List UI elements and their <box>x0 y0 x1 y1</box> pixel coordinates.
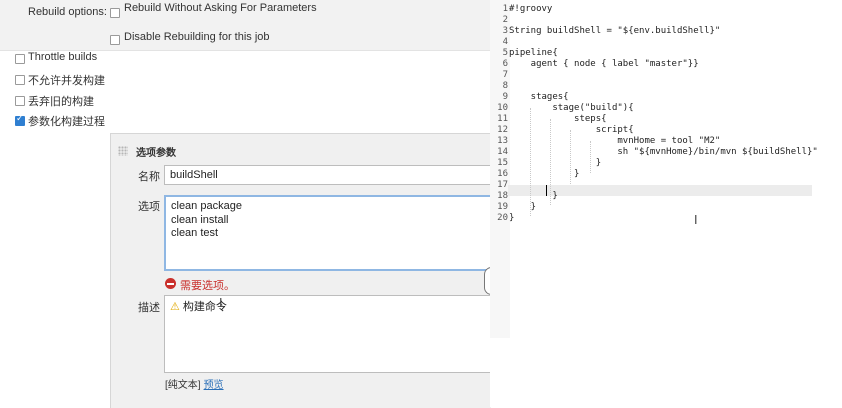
text-caret <box>546 185 547 196</box>
description-field-label: 描述 <box>138 302 160 314</box>
code-line: } <box>509 158 602 168</box>
editor-bottom-area <box>490 338 842 407</box>
choice-line: clean install <box>171 213 229 226</box>
choice-line: clean package <box>171 200 242 212</box>
rebuild-options-label: Rebuild options: <box>28 6 107 18</box>
code-line: mvnHome = tool "M2" <box>509 136 721 146</box>
name-field-label: 名称 <box>138 171 160 183</box>
code-line: sh "${mvnHome}/bin/mvn ${buildShell}" <box>509 147 818 157</box>
line-number: 9 <box>502 92 508 102</box>
choices-error-message: 需要选项。 <box>165 277 490 293</box>
no-concurrent-builds-checkbox[interactable] <box>15 75 25 85</box>
throttle-builds-checkbox[interactable] <box>15 54 25 64</box>
format-row: [纯文本]预览 <box>165 376 224 391</box>
discard-old-builds-checkbox[interactable] <box>15 96 25 106</box>
indent-guide <box>590 141 591 173</box>
parameter-name-input[interactable]: buildShell <box>164 165 490 185</box>
line-number: 14 <box>497 147 508 157</box>
line-number: 1 <box>502 4 508 14</box>
line-number: 2 <box>502 15 508 25</box>
code-line: stages{ <box>509 92 569 102</box>
choice-parameter-title: 选项参数 <box>136 148 176 159</box>
code-line: pipeline{ <box>509 48 558 58</box>
discard-old-builds-label: 丢弃旧的构建 <box>28 96 94 108</box>
preview-link[interactable]: 预览 <box>203 380 224 391</box>
code-line: agent { node { label "master"}} <box>509 59 699 69</box>
line-number: 10 <box>497 103 508 113</box>
description-text: 构建命令 <box>182 301 227 313</box>
choices-textarea[interactable]: clean package clean install clean test <box>164 195 490 271</box>
text-cursor-icon: I <box>219 296 223 310</box>
warning-icon: ⚠ <box>170 300 180 313</box>
rebuild-without-asking-checkbox[interactable] <box>110 8 120 18</box>
line-number-gutter <box>490 0 510 338</box>
error-icon <box>165 278 176 289</box>
line-number: 16 <box>497 169 508 179</box>
line-number: 17 <box>497 180 508 190</box>
code-line: } <box>509 191 558 201</box>
line-number: 13 <box>497 136 508 146</box>
no-concurrent-builds-label: 不允许并发构建 <box>28 75 105 87</box>
active-line-highlight <box>508 185 812 196</box>
disable-rebuilding-checkbox[interactable] <box>110 35 120 45</box>
line-number: 6 <box>502 59 508 69</box>
choices-field-label: 选项 <box>138 201 160 213</box>
line-number: 4 <box>502 37 508 47</box>
indent-guide <box>550 119 551 205</box>
line-number: 3 <box>502 26 508 36</box>
line-number: 19 <box>497 202 508 212</box>
drag-handle-icon[interactable] <box>118 146 128 156</box>
parameterized-build-checkbox[interactable] <box>15 114 25 126</box>
code-line: String buildShell = "${env.buildShell}" <box>509 26 721 36</box>
parameterized-build-label: 参数化构建过程 <box>28 116 105 128</box>
description-textarea[interactable]: ⚠构建命令 <box>164 295 490 373</box>
line-number: 15 <box>497 158 508 168</box>
line-number: 12 <box>497 125 508 135</box>
code-line: script{ <box>509 125 634 135</box>
indent-guide <box>570 130 571 184</box>
line-number: 5 <box>502 48 508 58</box>
code-line: } <box>509 202 537 212</box>
rebuild-options-section <box>0 0 490 51</box>
line-number: 20 <box>497 213 508 223</box>
code-line: steps{ <box>509 114 607 124</box>
code-line: #!groovy <box>509 4 553 14</box>
code-line: stage("build"){ <box>509 103 634 113</box>
error-text: 需要选项。 <box>180 280 235 292</box>
indent-guide <box>530 108 531 216</box>
plain-text-indicator: [纯文本] <box>165 380 201 391</box>
code-line: } <box>509 169 580 179</box>
text-cursor-icon: I <box>694 213 698 227</box>
line-number: 8 <box>502 81 508 91</box>
code-line: } <box>509 213 515 223</box>
rebuild-without-asking-label: Rebuild Without Asking For Parameters <box>124 2 317 14</box>
line-number: 7 <box>502 70 508 80</box>
choice-line: clean test <box>171 227 219 239</box>
line-number: 11 <box>497 114 508 124</box>
disable-rebuilding-label: Disable Rebuilding for this job <box>124 31 270 43</box>
throttle-builds-label: Throttle builds <box>28 51 98 63</box>
line-number: 18 <box>497 191 508 201</box>
